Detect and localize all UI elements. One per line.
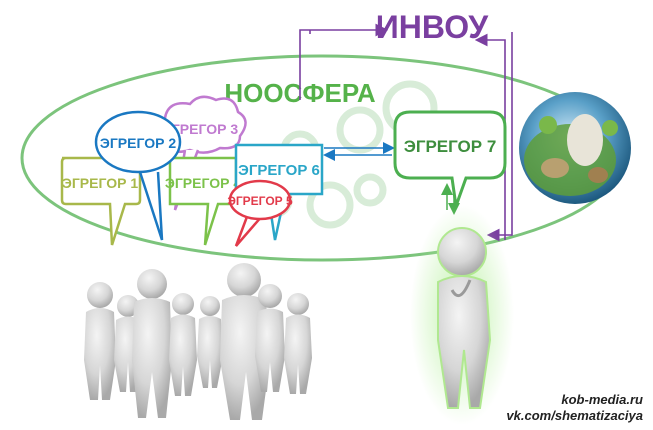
earth-globe-image: [519, 92, 631, 204]
egregor-3-label: ЭГРЕГОР 3: [162, 121, 238, 137]
thinker-figure: [410, 205, 514, 425]
credit-vk-link: vk.com/shematizaciya: [506, 408, 643, 423]
inbou-arrows: [299, 23, 513, 242]
crowd-people: [84, 263, 312, 420]
egregor-1-label: ЭГРЕГОР 1: [62, 175, 138, 191]
inbou-title: ИНВОУ: [376, 9, 490, 45]
egregor-5-label: ЭГРЕГОР 5: [227, 194, 293, 208]
egregor-5-bubble: ЭГРЕГОР 5: [227, 179, 293, 247]
credit-site-link: kob-media.ru: [561, 392, 643, 407]
egregor-2-label: ЭГРЕГОР 2: [100, 135, 176, 151]
egregor-2-bubble: ЭГРЕГОР 2: [94, 110, 182, 241]
egregor-7-label: ЭГРЕГОР 7: [404, 137, 497, 156]
credits: kob-media.ru vk.com/shematizaciya: [506, 392, 643, 424]
egregor-7-bubble: ЭГРЕГОР 7: [393, 110, 507, 207]
egregor-6-7-arrows: [323, 142, 395, 161]
egregor-6-label: ЭГРЕГОР 6: [238, 162, 320, 179]
egregor-4-label: ЭГРЕГОР 4: [165, 175, 241, 191]
